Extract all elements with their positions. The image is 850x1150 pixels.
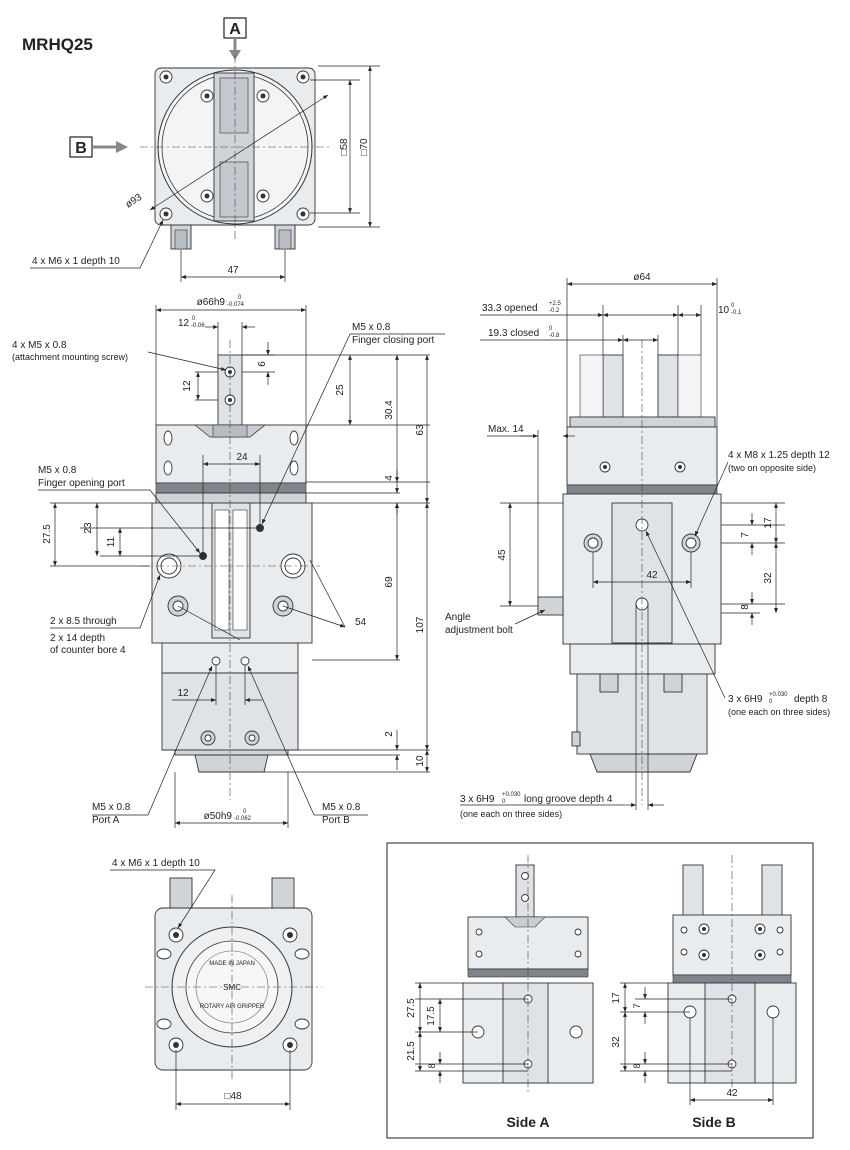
front-open-port-note: Finger opening port xyxy=(38,478,125,489)
side-a-title: Side A xyxy=(506,1114,549,1130)
model-title: MRHQ25 xyxy=(22,35,93,54)
side-view: ø64 33.3 opened +2.5 -0.2 19.3 closed 0 … xyxy=(445,272,830,819)
front-d12b: 12 xyxy=(177,688,189,699)
front-d4: 4 xyxy=(384,475,395,481)
front-d11: 11 xyxy=(106,536,117,547)
side-a-d21-5: 21.5 xyxy=(406,1041,417,1061)
side-groove: 3 x 6H9 xyxy=(460,794,495,805)
bottom-view: MADE IN JAPAN SMC ROTARY AIR GRIPPER 4 x… xyxy=(110,858,322,1110)
front-port-a-note: Port A xyxy=(92,815,120,826)
side-a-d17-5: 17.5 xyxy=(426,1006,437,1026)
front-attach-screw-note: (attachment mounting screw) xyxy=(12,352,128,362)
side-a-view: 27.5 17.5 21.5 8 Side A xyxy=(406,855,594,1130)
front-w12-tol-u: 0 xyxy=(192,316,196,322)
side-pin: 3 x 6H9 xyxy=(728,694,763,705)
side-d10: 10 xyxy=(718,305,730,316)
front-d24: 24 xyxy=(236,452,248,463)
front-dia-top-tol-l: -0.074 xyxy=(227,302,245,308)
front-w12-tol-l: -0.06 xyxy=(191,323,205,329)
top-screw-note: 4 x M6 x 1 depth 10 xyxy=(32,256,120,267)
side-dia64: ø64 xyxy=(633,272,651,283)
top-view: A B ø93 xyxy=(30,17,380,282)
side-opened: 33.3 opened xyxy=(482,303,538,314)
side-b-title: Side B xyxy=(692,1114,736,1130)
front-dia-bot: ø50h9 xyxy=(204,811,233,822)
front-d63: 63 xyxy=(415,424,426,436)
front-d25: 25 xyxy=(335,384,346,396)
side-pin-tol-l: 0 xyxy=(769,699,773,705)
side-closed-tol-u: 0 xyxy=(549,326,553,332)
side-groove-tol-l: 0 xyxy=(502,799,506,805)
side-d42: 42 xyxy=(646,570,658,581)
bottom-sq48: □48 xyxy=(224,1091,242,1102)
bottom-label-text: ROTARY AIR GRIPPER xyxy=(200,1004,265,1010)
front-dia-bot-tol-l: -0.062 xyxy=(234,816,252,822)
side-a-d8: 8 xyxy=(427,1063,437,1068)
side-d7: 7 xyxy=(740,532,751,538)
front-through: 2 x 8.5 through xyxy=(50,616,117,627)
top-sq58-label: □58 xyxy=(339,138,350,156)
side-angle1: Angle xyxy=(445,612,471,623)
front-view: ø66h9 0 -0.074 12 0 -0.06 4 x M5 x 0.8 (… xyxy=(12,295,445,828)
side-d10-tol-l: -0.1 xyxy=(731,310,742,316)
side-d32: 32 xyxy=(763,572,774,584)
side-m8-note: (two on opposite side) xyxy=(728,463,816,473)
front-dia-bot-tol-u: 0 xyxy=(243,809,247,815)
side-d17: 17 xyxy=(763,517,774,529)
front-dia-top-tol-u: 0 xyxy=(238,295,242,301)
side-pin-depth: depth 8 xyxy=(794,694,828,705)
front-port-b: M5 x 0.8 xyxy=(322,802,361,813)
front-close-port-note: Finger closing port xyxy=(352,335,434,346)
side-b-d32: 32 xyxy=(611,1036,622,1048)
side-m8: 4 x M8 x 1.25 depth 12 xyxy=(728,450,830,461)
side-pin-tol-u: +0.030 xyxy=(769,692,788,698)
side-opened-tol-u: +2.5 xyxy=(549,301,562,307)
front-d107: 107 xyxy=(415,616,426,633)
front-cbore1: 2 x 14 depth xyxy=(50,633,105,644)
side-opened-tol-l: -0.2 xyxy=(549,308,560,314)
front-d2: 2 xyxy=(384,731,395,737)
front-d10: 10 xyxy=(415,755,426,767)
front-cbore2: of counter bore 4 xyxy=(50,645,126,656)
front-d27-5: 27.5 xyxy=(42,524,53,544)
top-sq70-label: □70 xyxy=(359,138,370,156)
front-d30-4: 30.4 xyxy=(384,400,395,420)
front-attach-screw: 4 x M5 x 0.8 xyxy=(12,340,67,351)
side-d45: 45 xyxy=(497,549,508,561)
top-dia-label: ø93 xyxy=(124,192,145,211)
front-port-b-note: Port B xyxy=(322,815,350,826)
side-b-d8: 8 xyxy=(632,1063,642,1068)
front-port-a: M5 x 0.8 xyxy=(92,802,131,813)
view-marker-b: B xyxy=(75,140,87,157)
side-d10-tol-u: 0 xyxy=(731,303,735,309)
front-d69: 69 xyxy=(384,576,395,588)
side-a-d27-5: 27.5 xyxy=(406,998,417,1018)
front-dia-top: ø66h9 xyxy=(197,297,226,308)
side-groove-depth: long groove depth 4 xyxy=(524,794,613,805)
front-close-port: M5 x 0.8 xyxy=(352,322,391,333)
front-d6: 6 xyxy=(257,361,268,367)
front-d23: 23 xyxy=(83,522,94,534)
side-closed-tol-l: -0.8 xyxy=(549,333,560,339)
side-b-view: 17 7 32 8 42 Side B xyxy=(611,855,797,1130)
front-d54: 54 xyxy=(355,617,367,628)
side-views-frame xyxy=(386,842,814,1139)
side-groove-note: (one each on three sides) xyxy=(460,809,562,819)
side-b-d7: 7 xyxy=(632,1003,642,1008)
side-b-d42: 42 xyxy=(726,1088,738,1099)
view-marker-a: A xyxy=(229,21,241,38)
side-groove-tol-u: +0.030 xyxy=(502,792,521,798)
side-d8: 8 xyxy=(740,604,751,610)
side-angle2: adjustment bolt xyxy=(445,625,513,636)
bottom-screw-note: 4 x M6 x 1 depth 10 xyxy=(112,858,200,869)
front-d12a: 12 xyxy=(182,380,193,392)
side-b-d17: 17 xyxy=(611,992,622,1004)
top-dim-47: 47 xyxy=(227,265,239,276)
side-pin-note: (one each on three sides) xyxy=(728,707,830,717)
side-closed: 19.3 closed xyxy=(488,328,539,339)
side-max14: Max. 14 xyxy=(488,424,524,435)
front-w12: 12 xyxy=(178,318,190,329)
front-open-port: M5 x 0.8 xyxy=(38,465,77,476)
